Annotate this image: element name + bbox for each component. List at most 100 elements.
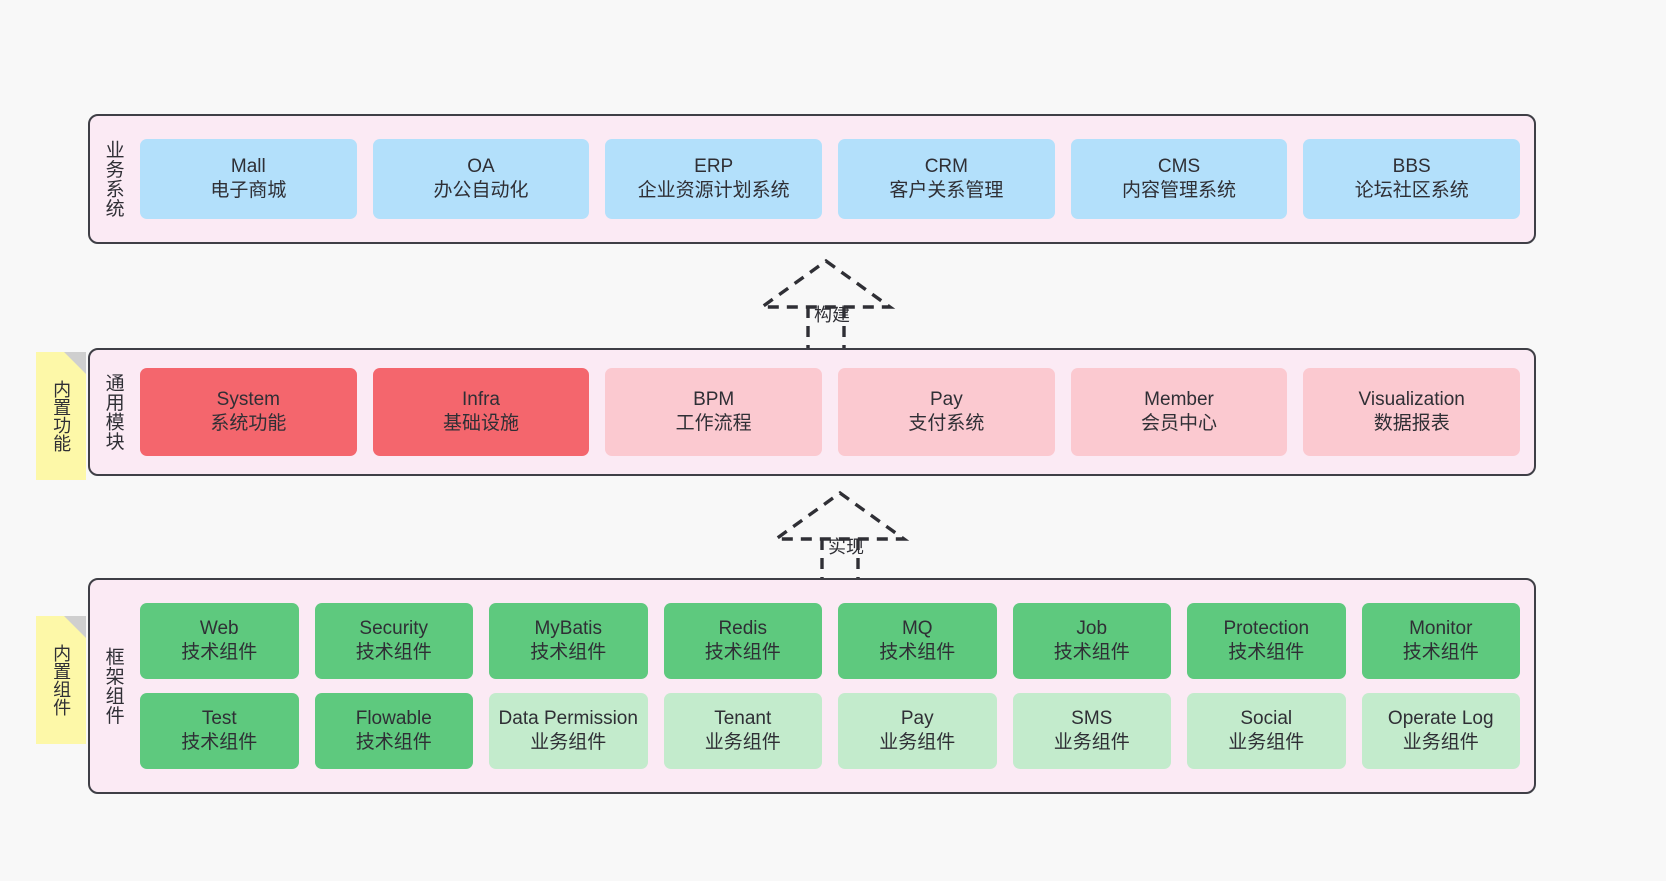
card-subtitle: 业务组件: [1053, 732, 1130, 753]
card-test[interactable]: Test 技术组件: [140, 693, 299, 769]
card-title: Test: [201, 708, 237, 730]
card-subtitle: 论坛社区系统: [1354, 180, 1469, 201]
card-title: Protection: [1223, 618, 1310, 640]
card-subtitle: 技术组件: [530, 642, 607, 663]
card-title: Monitor: [1409, 618, 1473, 640]
card-title: Tenant: [714, 708, 772, 730]
card-cms[interactable]: CMS 内容管理系统: [1070, 139, 1288, 219]
card-title: Security: [359, 618, 429, 640]
card-pay[interactable]: Pay 支付系统: [838, 368, 1055, 456]
card-subtitle: 电子商城: [210, 180, 287, 201]
card-title: Web: [199, 618, 239, 640]
card-bbs[interactable]: BBS 论坛社区系统: [1303, 139, 1521, 219]
card-social[interactable]: Social 业务组件: [1187, 693, 1346, 769]
layer-cards-framework-components: Web 技术组件 Security 技术组件 MyBatis 技术组件 Redi…: [136, 580, 1534, 792]
card-subtitle: 基础设施: [443, 413, 520, 434]
framework-row-business: Test 技术组件 Flowable 技术组件 Data Permission …: [140, 693, 1520, 769]
framework-row-technical: Web 技术组件 Security 技术组件 MyBatis 技术组件 Redi…: [140, 603, 1520, 679]
card-title: Member: [1144, 389, 1214, 411]
card-tenant[interactable]: Tenant 业务组件: [663, 693, 822, 769]
card-title: Redis: [718, 618, 768, 640]
card-crm[interactable]: CRM 客户关系管理: [838, 139, 1055, 219]
card-subtitle: 技术组件: [1402, 642, 1479, 663]
layer-title-business-system: 业务系统: [102, 140, 124, 218]
card-title: Pay: [900, 708, 934, 730]
card-job[interactable]: Job 技术组件: [1012, 603, 1171, 679]
card-title: ERP: [694, 156, 734, 178]
card-title: Mall: [230, 156, 266, 178]
card-subtitle: 客户关系管理: [889, 180, 1004, 201]
card-subtitle: 技术组件: [879, 642, 956, 663]
connector-build-label: 构建: [814, 305, 850, 325]
layer-framework-components: 框架组件 Web 技术组件 Security 技术组件 MyBatis 技术组件…: [88, 578, 1536, 794]
card-subtitle: 技术组件: [181, 642, 258, 663]
card-subtitle: 内容管理系统: [1122, 180, 1237, 201]
card-member[interactable]: Member 会员中心: [1070, 368, 1288, 456]
card-monitor[interactable]: Monitor 技术组件: [1361, 603, 1520, 679]
connector-build: 构建: [738, 255, 918, 353]
card-pay-business[interactable]: Pay 业务组件: [838, 693, 997, 769]
card-mq[interactable]: MQ 技术组件: [838, 603, 997, 679]
card-subtitle: 技术组件: [355, 732, 432, 753]
card-title: MQ: [901, 618, 933, 640]
card-mybatis[interactable]: MyBatis 技术组件: [489, 603, 648, 679]
connector-implement: 实现: [752, 487, 932, 585]
card-subtitle: 技术组件: [355, 642, 432, 663]
card-subtitle: 技术组件: [1228, 642, 1305, 663]
connector-implement-label: 实现: [828, 537, 864, 557]
card-title: CMS: [1157, 156, 1201, 178]
card-oa[interactable]: OA 办公自动化: [372, 139, 590, 219]
card-subtitle: 业务组件: [530, 732, 607, 753]
card-flowable[interactable]: Flowable 技术组件: [314, 693, 473, 769]
card-subtitle: 业务组件: [704, 732, 781, 753]
card-title: Visualization: [1358, 389, 1465, 411]
note-label: 内置组件: [51, 644, 72, 716]
card-system[interactable]: System 系统功能: [140, 368, 357, 456]
card-subtitle: 数据报表: [1373, 413, 1450, 434]
card-title: Data Permission: [498, 708, 638, 730]
note-builtin-components: 内置组件: [36, 616, 86, 744]
card-redis[interactable]: Redis 技术组件: [663, 603, 822, 679]
card-title: SMS: [1071, 708, 1113, 730]
card-subtitle: 技术组件: [704, 642, 781, 663]
note-fold-corner-icon: [64, 352, 86, 374]
card-title: Operate Log: [1387, 708, 1494, 730]
card-protection[interactable]: Protection 技术组件: [1187, 603, 1346, 679]
note-fold-corner-icon: [64, 616, 86, 638]
card-bpm[interactable]: BPM 工作流程: [605, 368, 823, 456]
layer-title-framework-components: 框架组件: [102, 647, 124, 725]
note-label: 内置功能: [51, 380, 72, 452]
card-title: OA: [467, 156, 495, 178]
card-title: Pay: [929, 389, 963, 411]
card-title: System: [216, 389, 281, 411]
card-subtitle: 技术组件: [181, 732, 258, 753]
card-title: MyBatis: [534, 618, 603, 640]
card-title: Flowable: [355, 708, 432, 730]
layer-common-modules: 通用模块 System 系统功能 Infra 基础设施 BPM 工作流程 Pay…: [88, 348, 1536, 476]
card-title: CRM: [924, 156, 968, 178]
card-title: Social: [1240, 708, 1293, 730]
card-data-permission[interactable]: Data Permission 业务组件: [489, 693, 648, 769]
layer-business-system: 业务系统 Mall 电子商城 OA 办公自动化 ERP 企业资源计划系统 CRM…: [88, 114, 1536, 244]
card-security[interactable]: Security 技术组件: [314, 603, 473, 679]
note-builtin-features: 内置功能: [36, 352, 86, 480]
layer-cards-common-modules: System 系统功能 Infra 基础设施 BPM 工作流程 Pay 支付系统…: [136, 350, 1534, 474]
card-subtitle: 业务组件: [1228, 732, 1305, 753]
card-visualization[interactable]: Visualization 数据报表: [1303, 368, 1521, 456]
card-title: Job: [1076, 618, 1108, 640]
card-web[interactable]: Web 技术组件: [140, 603, 299, 679]
card-title: BPM: [693, 389, 735, 411]
card-subtitle: 技术组件: [1053, 642, 1130, 663]
card-subtitle: 企业资源计划系统: [637, 180, 790, 201]
card-subtitle: 业务组件: [1402, 732, 1479, 753]
card-infra[interactable]: Infra 基础设施: [372, 368, 590, 456]
card-erp[interactable]: ERP 企业资源计划系统: [605, 139, 823, 219]
card-title: Infra: [461, 389, 501, 411]
card-sms[interactable]: SMS 业务组件: [1012, 693, 1171, 769]
layer-cards-business-system: Mall 电子商城 OA 办公自动化 ERP 企业资源计划系统 CRM 客户关系…: [136, 116, 1534, 242]
card-operate-log[interactable]: Operate Log 业务组件: [1361, 693, 1520, 769]
card-mall[interactable]: Mall 电子商城: [140, 139, 357, 219]
card-subtitle: 工作流程: [675, 413, 752, 434]
card-title: BBS: [1392, 156, 1431, 178]
